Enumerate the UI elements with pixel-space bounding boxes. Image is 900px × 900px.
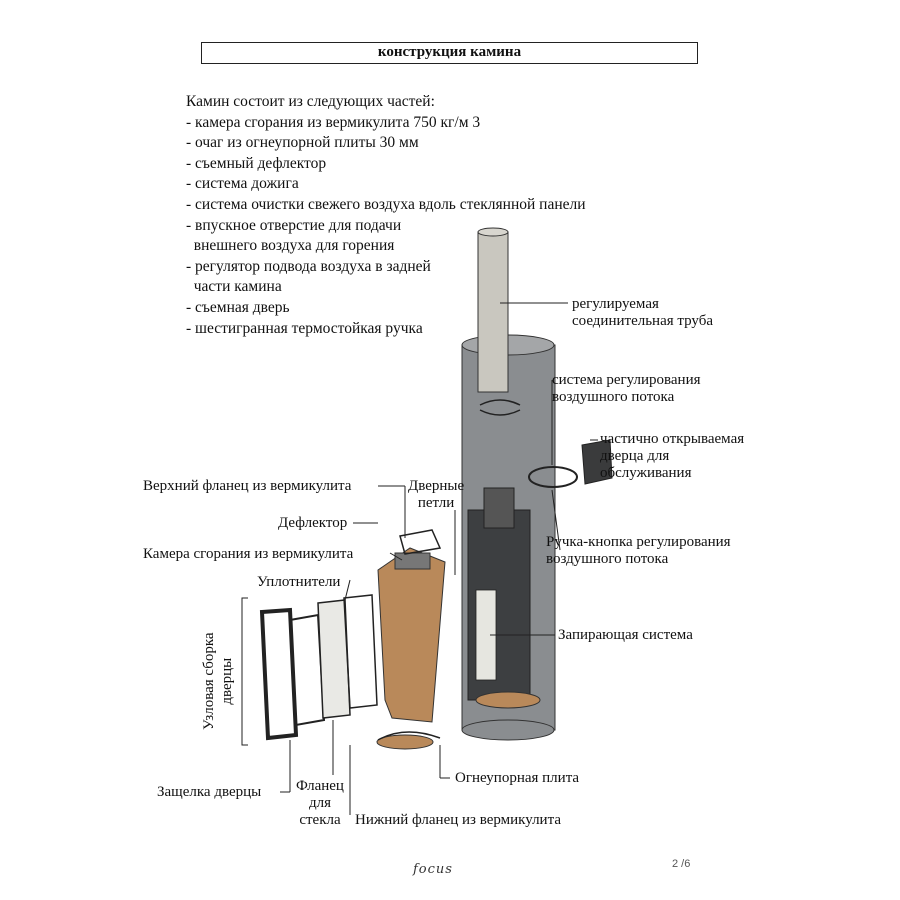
refractory-plate — [376, 734, 434, 750]
fireplace-cylinder — [461, 334, 556, 741]
label-glass-flange: Фланец для стекла — [296, 778, 344, 828]
list-item: - съемная дверь — [186, 298, 290, 316]
label-seals: Уплотнители — [257, 574, 341, 590]
label-door-assembly: Узловая сборка дверцы — [201, 632, 235, 730]
leader-lines — [280, 302, 598, 815]
label-connecting-pipe: регулируемая соединительная труба — [572, 296, 714, 329]
list-item: - очаг из огнеупорной плиты 30 мм — [186, 134, 419, 152]
label-refractory-plate: Огнеупорная плита — [455, 770, 580, 786]
label-airflow-knob: Ручка-кнопка регулирования воздушного по… — [546, 534, 731, 567]
airflow-ring — [528, 466, 578, 488]
list-item: - шестигранная термостойкая ручка — [186, 319, 423, 337]
list-item: - съемный дефлектор — [186, 154, 327, 172]
page-title: конструкция камина — [201, 42, 698, 64]
list-item: - камера сгорания из вермикулита 750 кг/… — [186, 113, 481, 131]
list-item: - система дожига — [186, 175, 299, 193]
door-assembly-bracket — [241, 597, 248, 746]
door-assembly — [259, 594, 378, 741]
label-service-door: частично открываемая дверца для обслужив… — [600, 431, 745, 481]
page-number: 2 /6 — [672, 858, 691, 870]
label-door-latch: Защелка дверцы — [157, 784, 262, 800]
label-lock-system: Запирающая система — [558, 627, 693, 643]
service-door — [581, 439, 613, 485]
label-bottom-flange: Нижний фланец из вермикулита — [355, 812, 561, 828]
connecting-pipe — [477, 227, 515, 529]
label-airflow-system: система регулирования воздушного потока — [552, 372, 701, 405]
brand-logo: focus — [413, 862, 453, 877]
label-deflector: Дефлектор — [278, 515, 348, 531]
parts-list-heading: Камин состоит из следующих частей: — [186, 93, 435, 110]
parts-list: Камин состоит из следующих частей: - кам… — [186, 92, 586, 339]
label-door-hinges: Дверные петли — [408, 478, 465, 511]
list-item: - система очистки свежего воздуха вдоль … — [186, 195, 586, 213]
combustion-chamber — [377, 529, 446, 723]
list-item: - регулятор подвода воздуха в задней час… — [186, 257, 431, 296]
list-item: - впускное отверстие для подачи внешнего… — [186, 216, 402, 255]
label-combustion-chamber: Камера сгорания из вермикулита — [143, 546, 354, 562]
label-top-flange: Верхний фланец из вермикулита — [143, 478, 352, 494]
